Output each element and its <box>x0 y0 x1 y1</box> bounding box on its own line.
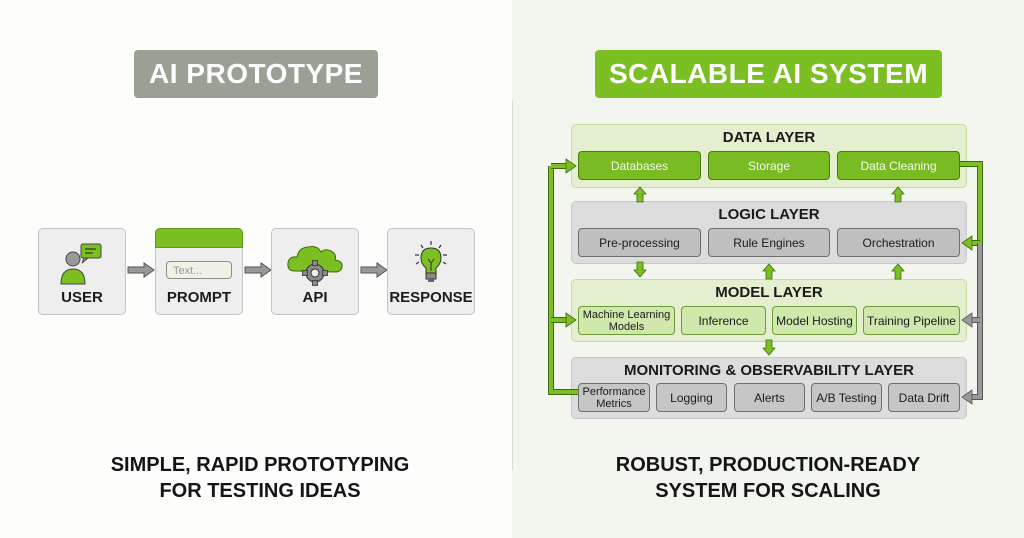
layer-item: Performance Metrics <box>578 383 650 412</box>
flow-arrow-icon <box>360 262 388 278</box>
layer-item: Logging <box>656 383 727 412</box>
layer-item: Orchestration <box>837 228 960 257</box>
user-chat-icon <box>39 239 125 287</box>
layer-item: Pre-processing <box>578 228 701 257</box>
layer-item: A/B Testing <box>811 383 882 412</box>
flow-step-prompt: Text... PROMPT <box>155 228 243 315</box>
flow-step-api: API <box>271 228 359 315</box>
layer-item: Alerts <box>734 383 805 412</box>
layer-item: Data Cleaning <box>837 151 960 180</box>
caption-line: SYSTEM FOR SCALING <box>655 480 881 502</box>
layer-title: DATA LAYER <box>722 129 816 146</box>
flow-step-label: PROMPT <box>166 289 232 306</box>
cloud-gear-icon <box>272 239 358 287</box>
flow-step-user: USER <box>38 228 126 315</box>
caption-line: ROBUST, PRODUCTION-READY <box>615 454 921 476</box>
caption-line: SIMPLE, RAPID PROTOTYPING <box>110 454 410 476</box>
flow-step-label: RESPONSE <box>389 289 473 306</box>
lightbulb-icon <box>388 239 474 287</box>
layer-item: Databases <box>578 151 701 180</box>
layer-item: Model Hosting <box>772 306 857 335</box>
layer-item: Inference <box>681 306 766 335</box>
caption-line: FOR TESTING IDEAS <box>159 480 361 502</box>
flow-step-response: RESPONSE <box>387 228 475 315</box>
prompt-window-icon <box>155 228 243 248</box>
scalable-caption: ROBUST, PRODUCTION-READY SYSTEM FOR SCAL… <box>548 452 988 504</box>
flow-arrow-icon <box>244 262 272 278</box>
layer-item: Storage <box>708 151 830 180</box>
layer-item: Rule Engines <box>708 228 830 257</box>
layer-title: MODEL LAYER <box>715 284 823 301</box>
layer-item: Data Drift <box>888 383 960 412</box>
layer-item: Machine Learning Models <box>578 306 675 335</box>
prototype-title: AI PROTOTYPE <box>134 50 378 98</box>
layer-title: LOGIC LAYER <box>718 206 820 223</box>
flow-arrow-icon <box>127 262 155 278</box>
prototype-caption: SIMPLE, RAPID PROTOTYPING FOR TESTING ID… <box>40 452 480 504</box>
layer-title: MONITORING & OBSERVABILITY LAYER <box>623 362 915 379</box>
scalable-title: SCALABLE AI SYSTEM <box>595 50 942 98</box>
flow-step-label: USER <box>61 289 103 306</box>
flow-step-label: API <box>302 289 328 306</box>
layer-item: Training Pipeline <box>863 306 960 335</box>
prompt-text-input[interactable]: Text... <box>166 261 232 279</box>
panel-divider <box>512 100 513 470</box>
